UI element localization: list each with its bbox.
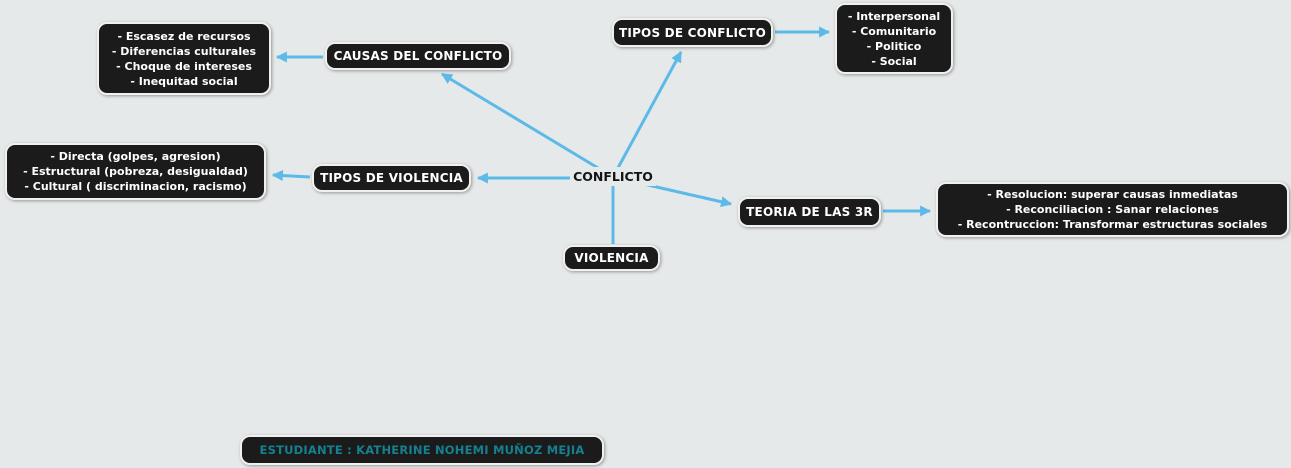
node-label: VIOLENCIA (574, 251, 649, 265)
detail-line: - Social (871, 54, 917, 68)
node-tipos-de-conflicto[interactable]: TIPOS DE CONFLICTO (612, 18, 773, 47)
detail-line: - Directa (golpes, agresion) (50, 150, 221, 163)
detail-line: - Estructural (pobreza, desigualdad) (23, 165, 248, 178)
detail-line: - Reconciliacion : Sanar relaciones (1006, 203, 1219, 216)
student-credit-label: ESTUDIANTE : KATHERINE NOHEMI MUÑOZ MEJI… (259, 443, 585, 457)
node-label: TEORIA DE LAS 3R (746, 205, 873, 219)
node-tipos-de-conflicto-details[interactable]: - Interpersonal- Comunitario- Politico- … (835, 3, 953, 74)
node-label: CONFLICTO (573, 169, 653, 184)
node-tipos-de-violencia-details[interactable]: - Directa (golpes, agresion) - Estructura… (5, 143, 266, 200)
detail-line: - Comunitario (851, 24, 937, 38)
edge-tipos-violencia-to-details (271, 170, 311, 182)
node-causas-del-conflicto[interactable]: CAUSAS DEL CONFLICTO (325, 42, 511, 70)
node-conflicto[interactable]: CONFLICTO (570, 167, 656, 186)
node-teoria-de-las-3r[interactable]: TEORIA DE LAS 3R (738, 197, 881, 227)
detail-line: - Choque de intereses (116, 59, 252, 73)
detail-line: - Interpersonal (847, 9, 941, 23)
detail-line: - Politico (866, 39, 922, 53)
edge-conflicto-to-causas (441, 72, 614, 179)
detail-line: - Cultural ( discriminacion, racismo) (24, 180, 247, 193)
node-label: TIPOS DE CONFLICTO (619, 25, 766, 40)
student-credit-box: ESTUDIANTE : KATHERINE NOHEMI MUÑOZ MEJI… (240, 435, 604, 465)
node-label: TIPOS DE VIOLENCIA (320, 171, 463, 185)
detail-line: - Inequitad social (130, 74, 238, 88)
node-violencia[interactable]: VIOLENCIA (563, 245, 660, 271)
node-tipos-de-violencia[interactable]: TIPOS DE VIOLENCIA (312, 164, 471, 192)
edge-conflicto-to-tipos-conflicto (611, 51, 683, 178)
detail-line: - Escasez de recursos (117, 29, 251, 43)
node-teoria-de-las-3r-details[interactable]: - Resolucion: superar causas inmediatas -… (936, 182, 1289, 237)
node-label: CAUSAS DEL CONFLICTO (333, 49, 503, 63)
node-causas-details[interactable]: - Escasez de recursos- Diferencias cultu… (97, 22, 271, 95)
detail-line: - Diferencias culturales (111, 44, 257, 58)
detail-line: - Recontruccion: Transformar estructuras… (957, 218, 1268, 231)
detail-line: - Resolucion: superar causas inmediatas (987, 188, 1238, 201)
